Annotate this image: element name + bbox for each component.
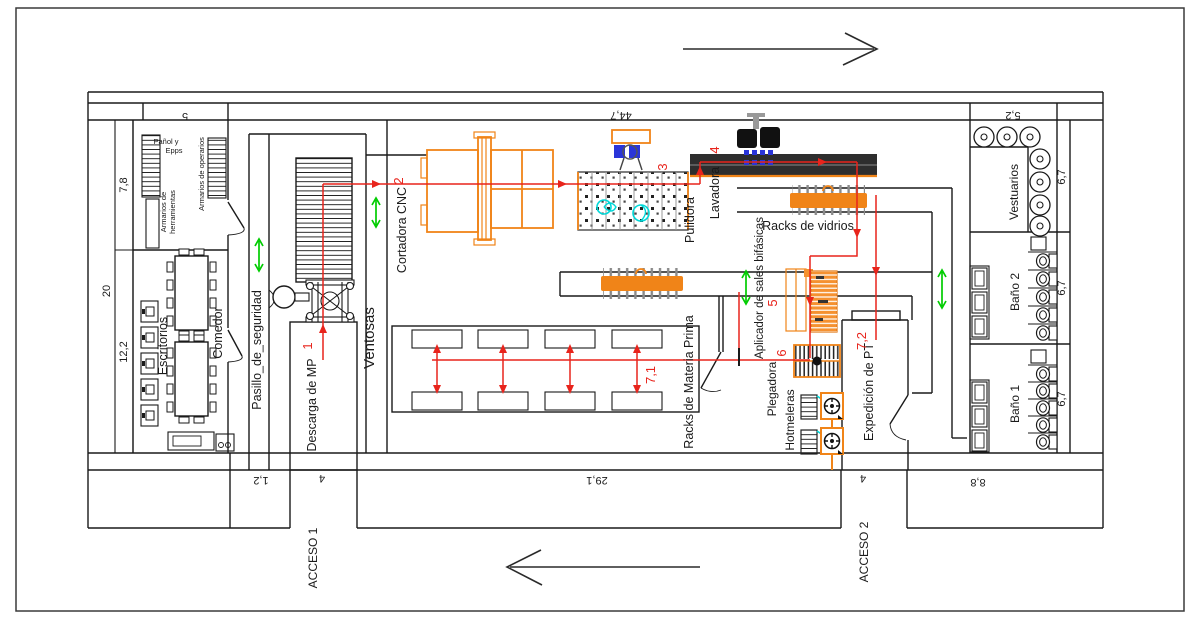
labels-layer: Pasillo_de_seguridad Descarga de MP Vent… bbox=[101, 109, 1068, 588]
building-outline bbox=[87, 91, 1104, 529]
label-bano-2: Baño 2 bbox=[1008, 273, 1022, 311]
label-acceso-2: ACCESO 2 bbox=[857, 521, 871, 582]
green-arrow-ventosas bbox=[371, 196, 381, 229]
label-vestuarios: Vestuarios bbox=[1007, 164, 1021, 220]
label-racks-vidrios: Racks de vidrios bbox=[762, 219, 854, 233]
green-arrow-right-corridor bbox=[937, 268, 947, 310]
label-racks-mp: Racks de Materia Prima bbox=[682, 315, 696, 448]
label-pasillo: Pasillo_de_seguridad bbox=[250, 290, 264, 410]
panol-cabinets bbox=[141, 134, 227, 249]
process-flow-path bbox=[319, 158, 880, 394]
flow-direction-arrow-bottom bbox=[505, 549, 700, 586]
circulation-arrows bbox=[254, 196, 947, 310]
label-comedor: Comedor bbox=[211, 307, 225, 358]
dim-right-vestuarios: 6,7 bbox=[1056, 169, 1068, 184]
label-aplicador: Aplicador de sales bifásicas bbox=[754, 217, 766, 359]
glass-rack-mid bbox=[601, 268, 683, 299]
label-armarios-herramientas-1: Armarios de bbox=[159, 192, 168, 232]
dim-top-left: 5 bbox=[182, 110, 188, 122]
hotmelera-unit-2 bbox=[800, 427, 844, 455]
flow-arrowheads bbox=[319, 158, 880, 333]
station-7-1: 7,1 bbox=[643, 366, 658, 384]
label-descarga: Descarga de MP bbox=[305, 358, 319, 451]
label-lavadora: Lavadora bbox=[708, 167, 722, 219]
label-acceso-1: ACCESO 1 bbox=[306, 527, 320, 588]
dim-right-bano1: 6,7 bbox=[1056, 391, 1068, 406]
dim-bottom-pasillo: 1,2 bbox=[253, 474, 268, 486]
green-arrow-aplicador bbox=[741, 269, 751, 306]
label-hotmeleras: Hotmeleras bbox=[783, 389, 797, 450]
ventosas-crane bbox=[272, 279, 355, 323]
machine-plegadora bbox=[793, 344, 841, 378]
bano1-fixtures bbox=[969, 349, 1058, 453]
station-4: 4 bbox=[707, 146, 722, 153]
dim-left-outer: 20 bbox=[101, 285, 113, 297]
dim-top-center: 44,7 bbox=[610, 109, 631, 121]
ventosas-rack bbox=[295, 157, 353, 283]
dim-left-lower: 12,2 bbox=[118, 341, 130, 362]
bano2-fixtures bbox=[969, 236, 1058, 341]
label-panol-2: Epps bbox=[165, 146, 182, 155]
services-block bbox=[969, 120, 1071, 453]
machine-cortadora-cnc bbox=[420, 131, 554, 246]
station-2: 2 bbox=[391, 177, 406, 184]
glass-rack-top bbox=[790, 185, 867, 215]
dim-bottom-descarga: 4 bbox=[319, 472, 325, 484]
station-7-2: 7,2 bbox=[854, 332, 869, 350]
comedor-furniture bbox=[166, 248, 235, 452]
dim-bottom-acceso2: 4 bbox=[860, 472, 866, 484]
dim-right-bano2: 6,7 bbox=[1056, 280, 1068, 295]
label-bano-1: Baño 1 bbox=[1008, 385, 1022, 423]
dim-bottom-banos: 8,8 bbox=[970, 476, 985, 488]
station-6: 6 bbox=[774, 349, 789, 356]
flow-direction-arrow-top bbox=[683, 32, 879, 66]
dim-bottom-center: 29,1 bbox=[586, 474, 607, 486]
station-3: 3 bbox=[655, 163, 670, 170]
machine-pulidora bbox=[577, 129, 689, 231]
label-panol-1: Pañol y bbox=[153, 137, 178, 146]
station-1: 1 bbox=[300, 342, 315, 349]
dim-left-upper: 7,8 bbox=[118, 177, 130, 192]
label-armarios-operarios: Armarios de operarios bbox=[197, 137, 206, 211]
label-cortadora: Cortadora CNC bbox=[395, 187, 409, 273]
label-armarios-herramientas-2: herramientas bbox=[168, 190, 177, 234]
label-plegadora: Plegadora bbox=[765, 361, 779, 416]
label-expedicion: Expedición de PT bbox=[862, 343, 876, 441]
hotmelera-unit-1 bbox=[800, 392, 844, 420]
label-ventosas: Ventosas bbox=[361, 307, 378, 369]
machine-hotmeleras bbox=[800, 392, 844, 470]
label-pulidora: Pulidora bbox=[683, 197, 697, 243]
station-5: 5 bbox=[765, 299, 780, 306]
dim-top-right: 5,2 bbox=[1005, 109, 1020, 121]
label-escritorios: Escritorios bbox=[156, 317, 170, 375]
green-arrow-pasillo bbox=[254, 237, 264, 273]
rack-transfer-arrows bbox=[433, 344, 641, 394]
machine-lavadora bbox=[690, 113, 877, 178]
